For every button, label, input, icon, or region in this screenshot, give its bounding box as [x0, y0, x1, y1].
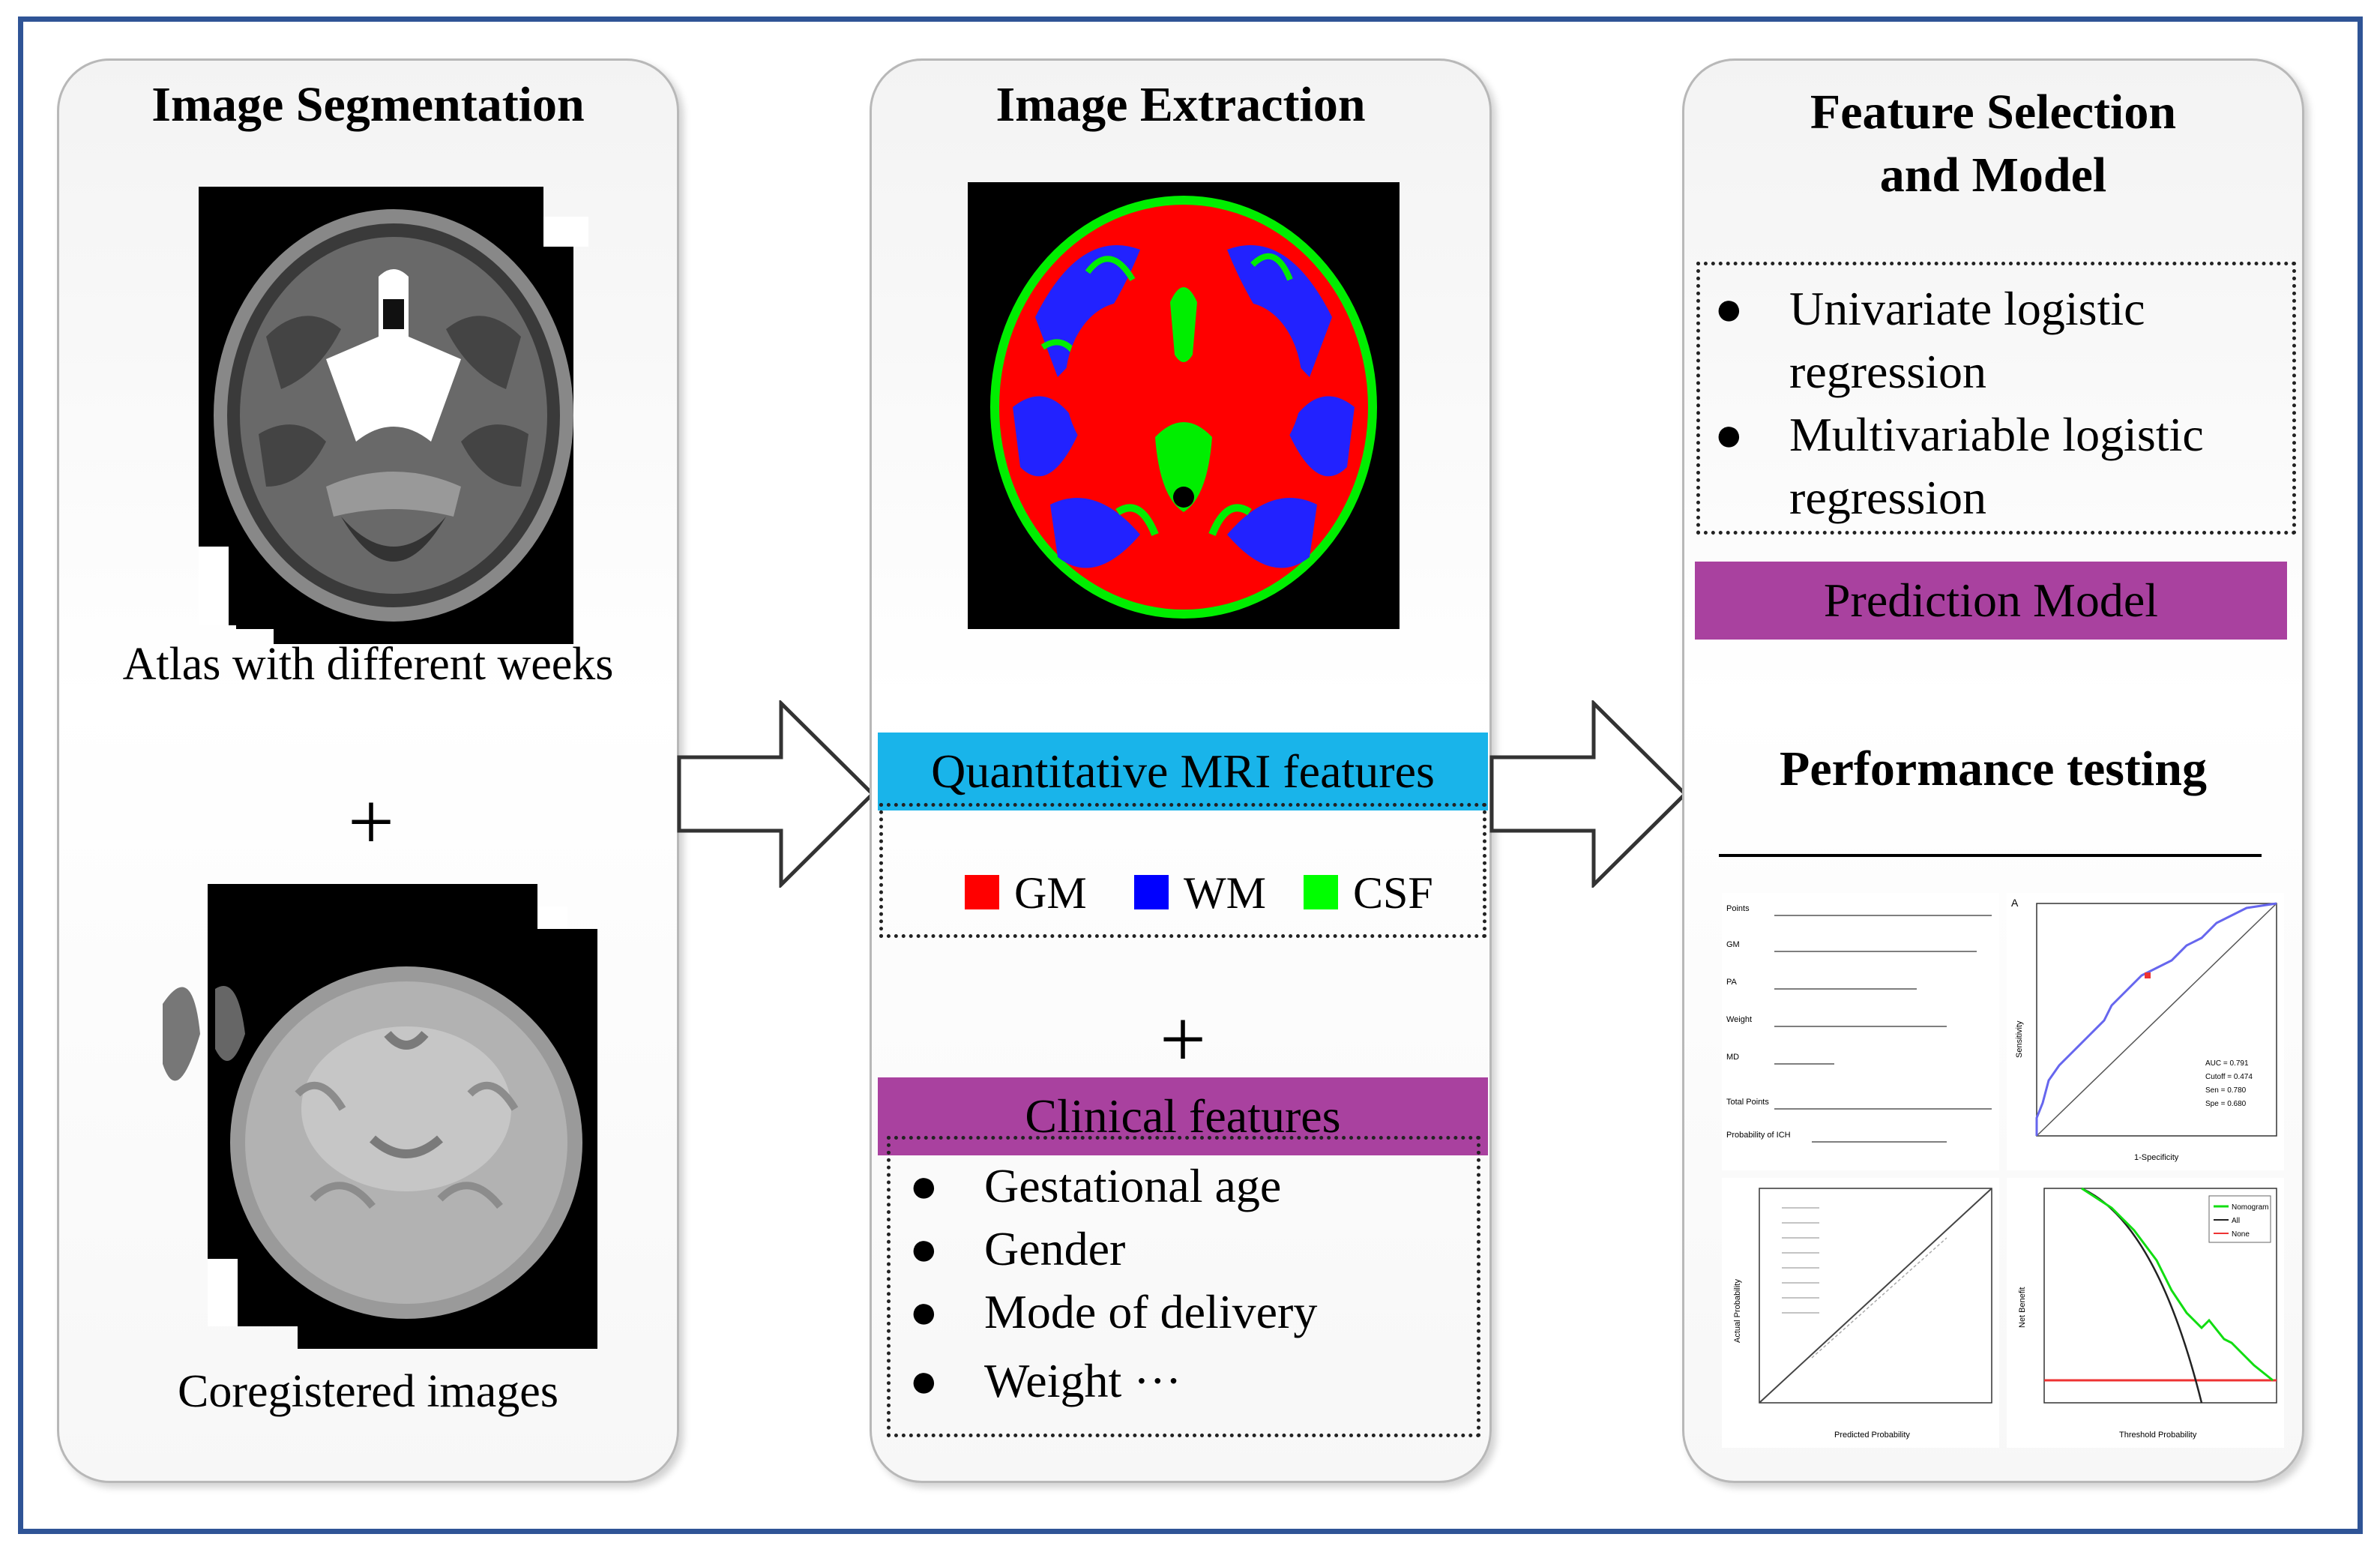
clinical-features-bar: Clinical features [878, 1077, 1488, 1155]
calibration-xlabel: Predicted Probability [1834, 1431, 1910, 1440]
roc-stat: Spe = 0.680 [2205, 1100, 2247, 1108]
roc-xlabel: 1-Specificity [2134, 1153, 2179, 1162]
feature-selection-panel: Feature Selection and Model ● Univariate… [1682, 58, 2304, 1483]
outer-frame [18, 16, 2363, 1534]
panel-title: Image Segmentation [151, 77, 585, 132]
atlas-caption: Atlas with different weeks [122, 639, 614, 690]
panel-letter: A [2011, 897, 2019, 909]
bullet-icon: ● [909, 1285, 939, 1338]
method-item-continued: regression [1789, 345, 1987, 398]
nomogram-row-label: Probability of ICH [1726, 1131, 1791, 1140]
dca-legend-item: Nomogram [2232, 1203, 2268, 1212]
roc-ylabel: Sensitivity [2015, 1020, 2024, 1058]
selection-methods-box [1696, 262, 2296, 535]
gm-label: GM [1014, 868, 1087, 918]
clinical-features-box [887, 1136, 1480, 1437]
roc-stat: AUC = 0.791 [2205, 1059, 2249, 1068]
image-extraction-panel: Image Extraction Quantitative MRI featur… [870, 58, 1492, 1483]
atlas-image-stack [199, 187, 588, 644]
bullet-icon: ● [909, 1222, 939, 1275]
calibration-plot: Predicted Probability Actual Probability [1722, 1178, 1999, 1448]
nomogram-row-label: PA [1726, 978, 1738, 987]
prediction-model-bar: Prediction Model [1695, 562, 2287, 640]
decision-curve-plot: Nomogram All None Threshold Probability … [2007, 1178, 2284, 1448]
bullet-icon: ● [909, 1159, 939, 1212]
panel-title-line2: and Model [1879, 148, 2107, 202]
plus-icon: + [1159, 993, 1207, 1085]
nomogram-row-label: Total Points [1726, 1098, 1769, 1107]
csf-label: CSF [1353, 868, 1433, 918]
roc-stat: Sen = 0.780 [2205, 1086, 2247, 1095]
nomogram-row-label: GM [1726, 940, 1740, 949]
arrow-right-icon [677, 700, 876, 888]
image-segmentation-panel: Image Segmentation Atlas with different … [57, 58, 679, 1483]
dca-legend-item: All [2232, 1217, 2240, 1225]
coregistered-image-stack [163, 884, 597, 1349]
calibration-ylabel: Actual Probability [1733, 1279, 1742, 1343]
quantitative-mri-features-bar: Quantitative MRI features [878, 733, 1488, 810]
divider [1719, 854, 2262, 857]
bullet-icon: ● [1714, 408, 1744, 461]
segmented-brain-image [968, 182, 1400, 629]
wm-swatch [1134, 875, 1169, 909]
nomogram-row-label: MD [1726, 1053, 1739, 1062]
csf-swatch [1304, 875, 1338, 909]
performance-title: Performance testing [1780, 742, 2207, 796]
nomogram-row-label: Points [1726, 904, 1750, 913]
dca-legend-item: None [2232, 1230, 2250, 1239]
dca-ylabel: Net Benefit [2018, 1287, 2027, 1328]
wm-label: WM [1184, 868, 1266, 918]
bullet-icon: ● [1714, 282, 1744, 335]
arrow-right-icon [1489, 700, 1688, 888]
panel-title: Image Extraction [995, 77, 1366, 132]
nomogram-row-label: Weight [1726, 1015, 1752, 1024]
nomogram-plot: Points GM PA Weight MD Total Points Prob… [1722, 893, 1999, 1170]
dca-xlabel: Threshold Probability [2119, 1431, 2197, 1440]
plus-icon: + [347, 776, 395, 867]
bullet-icon: ● [909, 1354, 939, 1407]
method-item-continued: regression [1789, 471, 1987, 524]
coregistered-caption: Coregistered images [178, 1366, 558, 1417]
tissue-legend-box [879, 803, 1486, 938]
roc-stat: Cutoff = 0.474 [2205, 1073, 2253, 1081]
panel-title-line1: Feature Selection [1810, 85, 2177, 139]
roc-curve-plot: A AUC = 0.791 Cutoff = 0.474 Sen = 0.780… [2007, 893, 2284, 1170]
gm-swatch [965, 875, 999, 909]
